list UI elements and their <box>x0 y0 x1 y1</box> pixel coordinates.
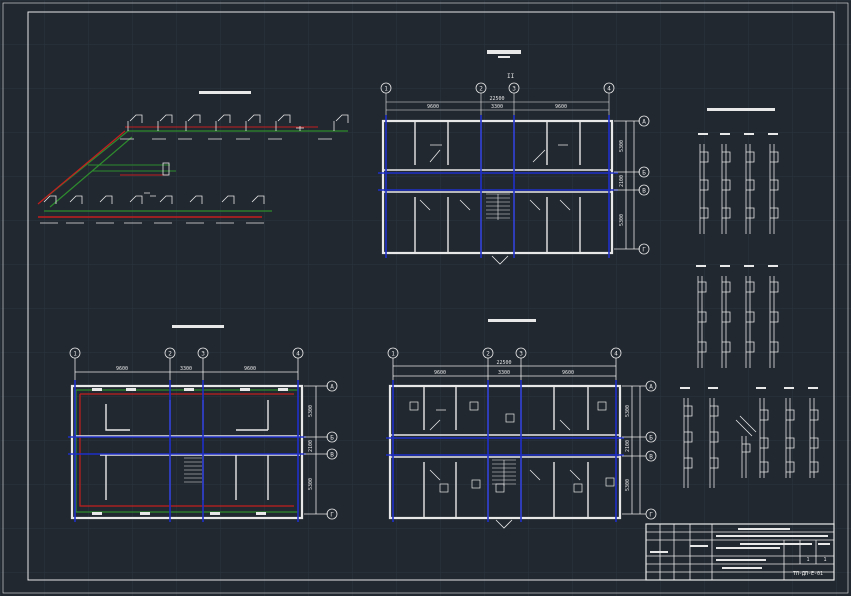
scheme-mid-branch <box>88 164 176 172</box>
plan-bl-axis-4: 4 <box>296 351 300 358</box>
scheme-radiators-upper <box>120 114 349 140</box>
title-block-frame <box>645 523 835 581</box>
plan-top-row-B: Б <box>642 170 646 177</box>
plan-br-title-bar <box>488 319 536 322</box>
plan-br-windows <box>409 401 615 493</box>
title-block-sheet-total: 1 <box>823 557 826 563</box>
plan-top-axis-1: 1 <box>384 86 388 93</box>
plan-bl-axis-bubbles <box>69 347 304 384</box>
plan-bl-row-B: Б <box>330 435 334 442</box>
plan-bl-title-bar <box>172 325 224 328</box>
scheme-valve-box <box>162 162 170 176</box>
plan-top-axis-2: 2 <box>479 86 483 93</box>
plan-top-axis-4: 4 <box>607 86 611 93</box>
riser-group-2 <box>696 265 779 368</box>
title-block <box>645 523 835 581</box>
plan-br-overall-dim: 22500 <box>496 360 511 366</box>
plan-bl-dim-3: 9600 <box>244 366 256 372</box>
plan-bl-row-G: Г <box>330 512 334 519</box>
plan-top-walls <box>381 119 614 255</box>
title-block-code: ТП-ДП-Е-01 <box>793 571 823 577</box>
plan-top-row-dim-1: 5300 <box>619 140 625 152</box>
plan-br-axis-3: 3 <box>519 351 523 358</box>
plan-br-dim-3: 9600 <box>562 370 574 376</box>
plan-top-row-bubbles <box>614 115 650 255</box>
plan-bl-row-dim-2: 2100 <box>308 440 314 452</box>
plan-top: II 1 2 3 4 22500 9600 3300 9600 <box>378 50 650 265</box>
plan-bl-axis-2: 2 <box>168 351 172 358</box>
plan-bl-row-dim-3: 5300 <box>308 478 314 490</box>
plan-br-row-dim-3: 5300 <box>625 479 631 491</box>
title-block-text-bars <box>650 528 830 569</box>
plan-top-title-bar-sub <box>498 56 510 58</box>
plan-bl-radiators <box>92 388 288 515</box>
plan-br-axis-4: 4 <box>614 351 618 358</box>
risers-title-bar <box>707 108 775 111</box>
plan-top-row-G: Г <box>642 247 646 254</box>
plan-br-row-A: А <box>649 384 653 391</box>
plan-bl-stairs <box>184 457 202 483</box>
plan-br-dim-1: 9600 <box>434 370 446 376</box>
plan-bottom-right: 1 2 3 4 22500 9600 3300 9600 А Б В Г 53 <box>386 319 657 529</box>
plan-top-row-V: В <box>642 188 646 195</box>
scheme-title-bar <box>199 91 251 94</box>
plan-top-axes <box>378 115 618 258</box>
plan-bl-dim-2: 3300 <box>180 366 192 372</box>
axonometric-scheme <box>37 91 349 224</box>
plan-top-dimensions <box>385 93 610 120</box>
riser-diagrams <box>680 108 819 488</box>
plan-br-row-dim-1: 5300 <box>625 405 631 417</box>
plan-top-axis-3: 3 <box>512 86 516 93</box>
plan-br-axis-2: 2 <box>486 351 490 358</box>
plan-br-row-V: В <box>649 454 653 461</box>
plan-bl-row-bubbles <box>304 380 338 520</box>
plan-bl-axes <box>68 380 306 522</box>
plan-top-entry-arrow <box>491 255 509 265</box>
plan-top-stairs <box>486 193 510 220</box>
scheme-return-diagonal <box>37 130 126 205</box>
plan-br-entry-arrow <box>495 519 513 529</box>
inner-frame <box>27 11 835 581</box>
plan-top-dim-1: 9600 <box>427 104 439 110</box>
plan-br-dim-2: 3300 <box>498 370 510 376</box>
plan-bl-axis-3: 3 <box>201 351 205 358</box>
plan-br-row-B: Б <box>649 435 653 442</box>
plan-br-row-G: Г <box>649 512 653 519</box>
riser-group-1 <box>698 133 779 234</box>
plan-bottom-left: 1 2 3 4 9600 3300 9600 А Б В Г 5300 2100… <box>68 325 338 522</box>
plan-top-overall-dim: 22500 <box>489 96 504 102</box>
plan-top-dim-2: 3300 <box>491 104 503 110</box>
plan-br-row-bubbles <box>622 380 657 520</box>
plan-bl-row-V: В <box>330 452 334 459</box>
plan-top-row-dim-3: 5300 <box>619 214 625 226</box>
plan-top-row-dim-2: 2100 <box>619 175 625 187</box>
plan-bl-row-dim-1: 5300 <box>308 405 314 417</box>
plan-bl-axis-1: 1 <box>73 351 77 358</box>
plan-br-axis-1: 1 <box>391 351 395 358</box>
title-block-sheet-no: 1 <box>806 557 809 563</box>
plan-bl-row-A: А <box>330 384 334 391</box>
plan-bl-return-pipe <box>79 393 294 507</box>
plan-bl-dim-1: 9600 <box>116 366 128 372</box>
plan-top-dim-3: 9600 <box>555 104 567 110</box>
plan-br-axis-bubbles <box>387 347 622 384</box>
plan-top-row-A: А <box>642 119 646 126</box>
plan-top-section-mark: II <box>507 73 515 80</box>
plan-br-axes <box>386 380 624 522</box>
riser-group-3 <box>680 387 819 488</box>
plan-top-title-bar <box>487 50 521 54</box>
scheme-radiators-lower <box>40 192 265 224</box>
plan-br-row-dim-2: 2100 <box>625 440 631 452</box>
